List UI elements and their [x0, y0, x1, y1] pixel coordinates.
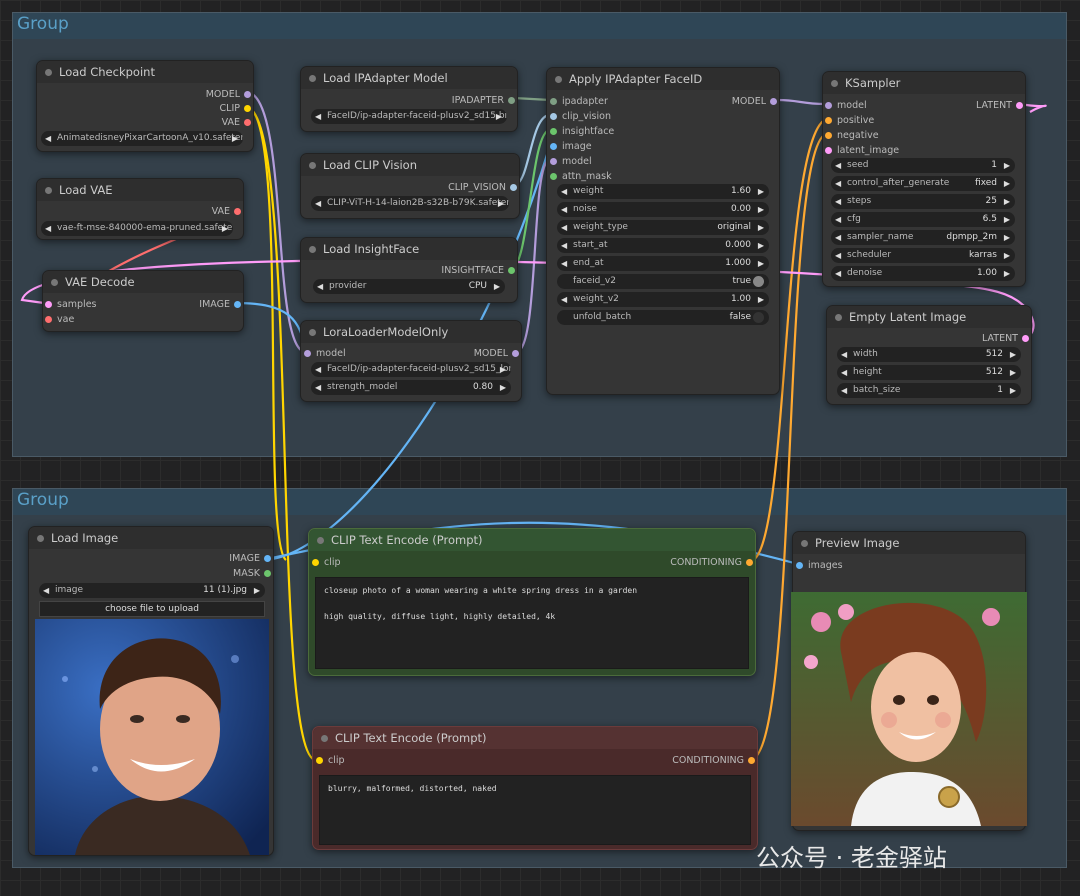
output-clip[interactable]: CLIP	[220, 103, 251, 115]
output-latent[interactable]: LATENT	[976, 100, 1023, 112]
node-title: Load IPAdapter Model	[301, 67, 517, 89]
node-apply-ipadapter-faceid[interactable]: Apply IPAdapter FaceID ipadapter clip_vi…	[546, 67, 780, 395]
node-title: KSampler	[823, 72, 1025, 94]
output-mask[interactable]: MASK	[233, 568, 271, 580]
node-ksampler[interactable]: KSampler model positive negative latent_…	[822, 71, 1026, 287]
node-load-ipadapter[interactable]: Load IPAdapter Model IPADAPTER FaceID/ip…	[300, 66, 518, 132]
input-model[interactable]: model	[825, 100, 867, 112]
input-image[interactable]: image	[550, 141, 592, 153]
node-title: CLIP Text Encode (Prompt)	[313, 727, 757, 749]
node-title: CLIP Text Encode (Prompt)	[309, 529, 755, 551]
node-title: Load CLIP Vision	[301, 154, 519, 176]
output-image[interactable]: IMAGE	[229, 553, 271, 565]
node-load-checkpoint[interactable]: Load Checkpoint MODEL CLIP VAE Animatedi…	[36, 60, 254, 152]
input-positive[interactable]: positive	[825, 115, 874, 127]
output-conditioning[interactable]: CONDITIONING	[672, 755, 755, 767]
node-title: Apply IPAdapter FaceID	[547, 68, 779, 90]
ipadapter-file-select[interactable]: FaceID/ip-adapter-faceid-plusv2_sd15.bin	[311, 109, 507, 124]
node-load-clip-vision[interactable]: Load CLIP Vision CLIP_VISION CLIP-ViT-H-…	[300, 153, 520, 219]
output-latent[interactable]: LATENT	[982, 333, 1029, 345]
weight-v2-input[interactable]: weight_v21.00	[557, 292, 769, 307]
start-at-input[interactable]: start_at0.000	[557, 238, 769, 253]
generated-image-preview	[791, 592, 1027, 826]
node-load-vae[interactable]: Load VAE VAE vae-ft-mse-840000-ema-prune…	[36, 178, 244, 240]
node-clip-text-encode-negative[interactable]: CLIP Text Encode (Prompt) clip CONDITION…	[312, 726, 758, 850]
input-images[interactable]: images	[796, 560, 843, 572]
uploaded-image-preview	[35, 619, 269, 855]
output-vae[interactable]: VAE	[222, 117, 251, 129]
node-lora-loader[interactable]: LoraLoaderModelOnly model MODEL FaceID/i…	[300, 320, 522, 402]
output-ipadapter[interactable]: IPADAPTER	[452, 95, 515, 107]
input-clip[interactable]: clip	[312, 557, 341, 569]
toggle-knob	[753, 312, 764, 323]
node-preview-image[interactable]: Preview Image images	[791, 531, 1027, 831]
output-clip-vision[interactable]: CLIP_VISION	[448, 182, 517, 194]
node-title: Load InsightFace	[301, 238, 517, 260]
output-model[interactable]: MODEL	[474, 348, 519, 360]
input-clip-vision[interactable]: clip_vision	[550, 111, 611, 123]
upload-button[interactable]: choose file to upload	[39, 601, 265, 617]
negative-prompt-textarea[interactable]: blurry, malformed, distorted, naked	[319, 775, 751, 845]
node-title: LoraLoaderModelOnly	[301, 321, 521, 343]
node-title: VAE Decode	[43, 271, 243, 293]
node-title: Load Image	[29, 527, 273, 549]
input-model[interactable]: model	[550, 156, 592, 168]
node-title: Preview Image	[793, 532, 1025, 554]
input-ipadapter[interactable]: ipadapter	[550, 96, 608, 108]
group-title: Group	[13, 13, 1066, 39]
clip-name-select[interactable]: CLIP-ViT-H-14-laion2B-s32B-b79K.safetens…	[311, 196, 509, 211]
input-latent-image[interactable]: latent_image	[825, 145, 899, 157]
node-title: Load Checkpoint	[37, 61, 253, 83]
vae-name-select[interactable]: vae-ft-mse-840000-ema-pruned.safetensors	[41, 221, 233, 236]
group-title: Group	[13, 489, 1066, 515]
input-insightface[interactable]: insightface	[550, 126, 614, 138]
node-clip-text-encode-positive[interactable]: CLIP Text Encode (Prompt) clip CONDITION…	[308, 528, 756, 676]
end-at-input[interactable]: end_at1.000	[557, 256, 769, 271]
input-vae[interactable]: vae	[45, 314, 74, 326]
toggle-knob	[753, 276, 764, 287]
output-conditioning[interactable]: CONDITIONING	[670, 557, 753, 569]
positive-prompt-textarea[interactable]: closeup photo of a woman wearing a white…	[315, 577, 749, 669]
input-clip[interactable]: clip	[316, 755, 345, 767]
output-model[interactable]: MODEL	[206, 89, 251, 101]
node-title: Load VAE	[37, 179, 243, 201]
ckpt-name-select[interactable]: AnimatedisneyPixarCartoonA_v10.safetenso…	[41, 131, 243, 146]
output-model[interactable]: MODEL	[732, 96, 777, 108]
input-samples[interactable]: samples	[45, 299, 97, 311]
node-vae-decode[interactable]: VAE Decode samples vae IMAGE	[42, 270, 244, 332]
input-attn-mask[interactable]: attn_mask	[550, 171, 612, 183]
output-insightface[interactable]: INSIGHTFACE	[441, 265, 515, 277]
output-vae[interactable]: VAE	[212, 206, 241, 218]
input-model[interactable]: model	[304, 348, 346, 360]
input-negative[interactable]: negative	[825, 130, 879, 142]
node-title: Empty Latent Image	[827, 306, 1031, 328]
lora-name-select[interactable]: FaceID/ip-adapter-faceid-plusv2_sd15_lor…	[311, 362, 511, 377]
output-image[interactable]: IMAGE	[199, 299, 241, 311]
watermark: 公众号 · 老金驿站	[756, 844, 947, 872]
